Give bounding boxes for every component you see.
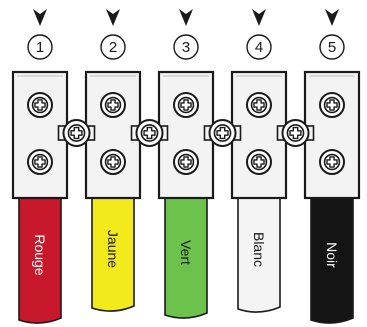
- position-marker-4: 4: [246, 9, 272, 60]
- phillips-screw-icon: [27, 92, 53, 118]
- down-arrow-icon: [106, 9, 120, 26]
- position-number-1: 1: [36, 39, 44, 56]
- down-arrow-icon: [252, 9, 266, 26]
- wire-label-3: Vert: [178, 240, 194, 265]
- position-marker-1: 1: [27, 9, 53, 60]
- phillips-screw-icon: [62, 119, 91, 147]
- terminal-block-5: [303, 70, 361, 200]
- bridge-link-3: [203, 119, 242, 147]
- phillips-screw-icon: [100, 92, 126, 118]
- position-markers: 1 2 3 4 5: [27, 9, 345, 60]
- phillips-screw-icon: [173, 149, 199, 175]
- bridge-link-4: [276, 119, 315, 147]
- phillips-screw-icon: [208, 119, 237, 147]
- wire-5: Noir: [310, 197, 354, 324]
- number-circle: [319, 34, 345, 60]
- phillips-screw-icon: [246, 92, 272, 118]
- wire-2: Jaune: [91, 197, 135, 312]
- position-number-2: 2: [109, 39, 117, 56]
- wire-label-2: Jaune: [105, 230, 121, 268]
- bridge-screws: [57, 119, 315, 147]
- number-circle: [100, 34, 126, 60]
- number-circle: [246, 34, 272, 60]
- position-marker-2: 2: [100, 9, 126, 60]
- phillips-screw-icon: [100, 149, 126, 175]
- wire-4: Blanc: [237, 197, 281, 313]
- position-marker-5: 5: [319, 9, 345, 60]
- wires: Rouge Jaune Vert Blanc Noir: [18, 197, 354, 324]
- wire-label-4: Blanc: [251, 232, 267, 267]
- down-arrow-icon: [33, 9, 47, 26]
- wire-1: Rouge: [18, 197, 62, 324]
- wire-3: Vert: [164, 197, 208, 319]
- bridge-link-1: [57, 119, 96, 147]
- number-circle: [173, 34, 199, 60]
- phillips-screw-icon: [135, 119, 164, 147]
- phillips-screw-icon: [246, 149, 272, 175]
- phillips-screw-icon: [281, 119, 310, 147]
- position-number-5: 5: [328, 39, 336, 56]
- position-number-3: 3: [182, 39, 190, 56]
- down-arrow-icon: [179, 9, 193, 26]
- position-number-4: 4: [255, 39, 263, 56]
- phillips-screw-icon: [319, 149, 345, 175]
- wire-label-1: Rouge: [32, 234, 48, 275]
- terminal-blocks: [11, 70, 361, 200]
- phillips-screw-icon: [319, 92, 345, 118]
- wire-label-5: Noir: [324, 242, 340, 268]
- phillips-screw-icon: [27, 149, 53, 175]
- down-arrow-icon: [325, 9, 339, 26]
- number-circle: [27, 34, 53, 60]
- phillips-screw-icon: [173, 92, 199, 118]
- bridge-link-2: [130, 119, 169, 147]
- position-marker-3: 3: [173, 9, 199, 60]
